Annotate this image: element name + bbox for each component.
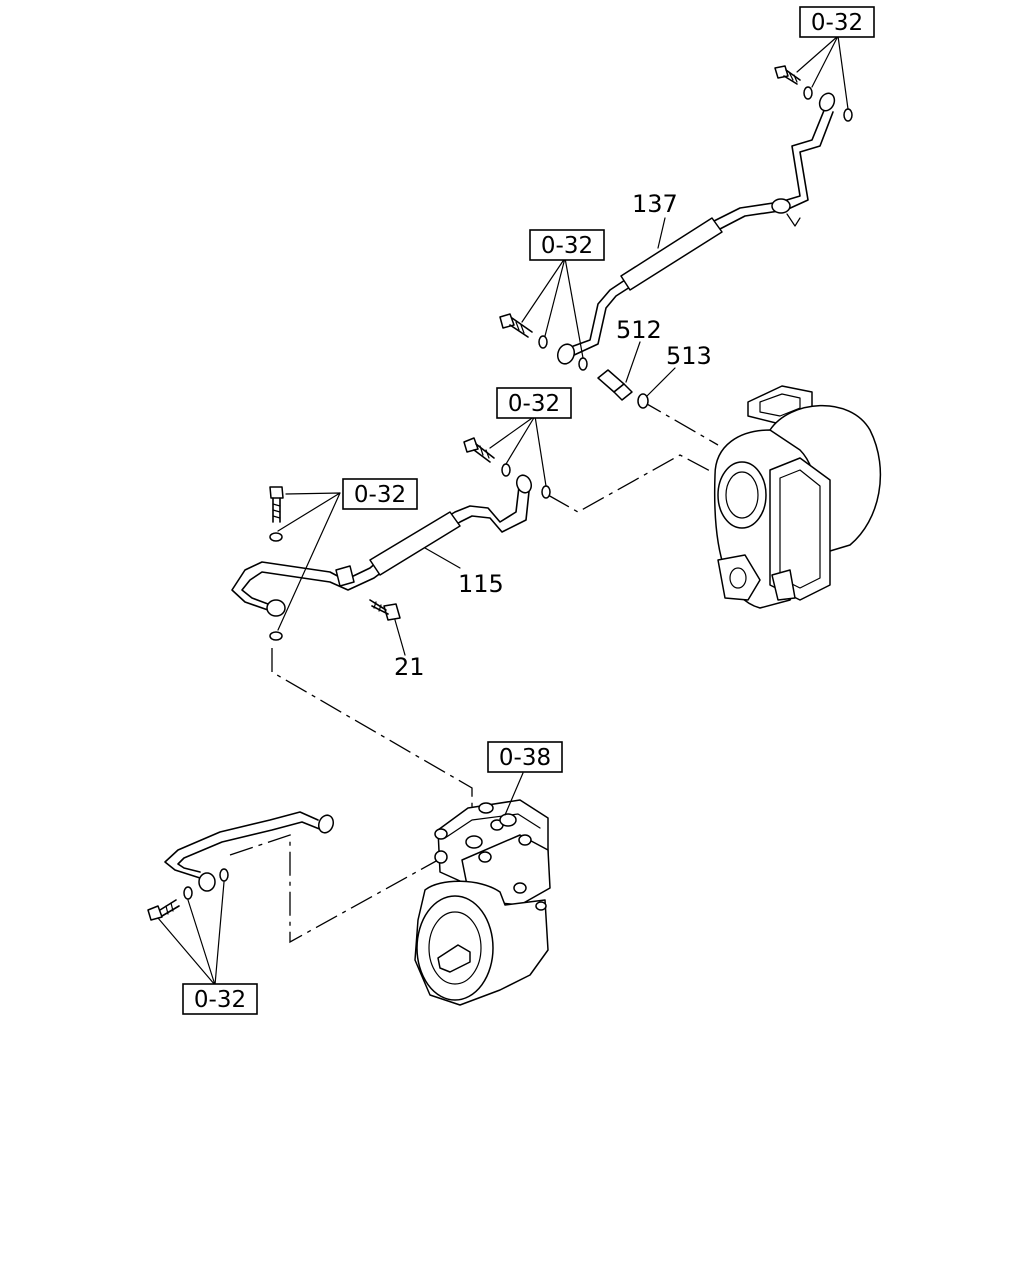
washer-icon: [803, 86, 813, 100]
part-number-512: 512: [616, 316, 662, 344]
washer-icon: [219, 868, 229, 882]
washer-icon: [183, 886, 193, 900]
bolt-21: [369, 599, 401, 621]
ref-label: 0-32: [811, 10, 863, 36]
oil-pipe-115: [231, 474, 533, 617]
part-number-513: 513: [666, 342, 712, 370]
banjo-bolt-top: [774, 65, 801, 85]
washer-icon: [269, 532, 283, 542]
oil-pipe-137: [556, 92, 836, 365]
washer-513-icon: [637, 393, 649, 409]
air-compressor: [414, 799, 551, 1006]
part-number-137: 137: [632, 190, 678, 218]
washer-icon: [501, 463, 511, 477]
callout-ref-top-right: 0-32: [799, 6, 875, 38]
leader-lines: [157, 35, 849, 986]
callout-ref-upper-mid: 0-32: [529, 229, 605, 261]
washer-icon: [538, 335, 548, 349]
compressor-pipe: [164, 811, 335, 892]
washer-icon: [269, 631, 283, 641]
ref-label: 0-32: [508, 391, 560, 417]
washer-icon: [578, 357, 588, 371]
callout-ref-turbo-left: 0-32: [496, 387, 572, 419]
ref-label: 0-32: [194, 987, 246, 1013]
callout-ref-bottom-left: 0-32: [182, 983, 258, 1015]
banjo-bolt-left: [269, 486, 284, 523]
ref-label: 0-32: [354, 482, 406, 508]
washer-icon: [843, 108, 853, 122]
part-number-21: 21: [394, 653, 425, 681]
fitting-512: [597, 369, 633, 401]
part-number-115: 115: [458, 570, 504, 598]
banjo-bolt-mid: [499, 313, 533, 338]
callout-ref-left-pipe: 0-32: [342, 478, 418, 510]
callout-ref-compressor: 0-38: [487, 741, 563, 773]
ref-label: 0-38: [499, 745, 551, 771]
turbocharger: [713, 385, 882, 609]
washer-icon: [541, 485, 551, 499]
banjo-bolt-turbo: [463, 437, 495, 463]
ref-label: 0-32: [541, 233, 593, 259]
banjo-bolt-bottom: [147, 899, 180, 921]
